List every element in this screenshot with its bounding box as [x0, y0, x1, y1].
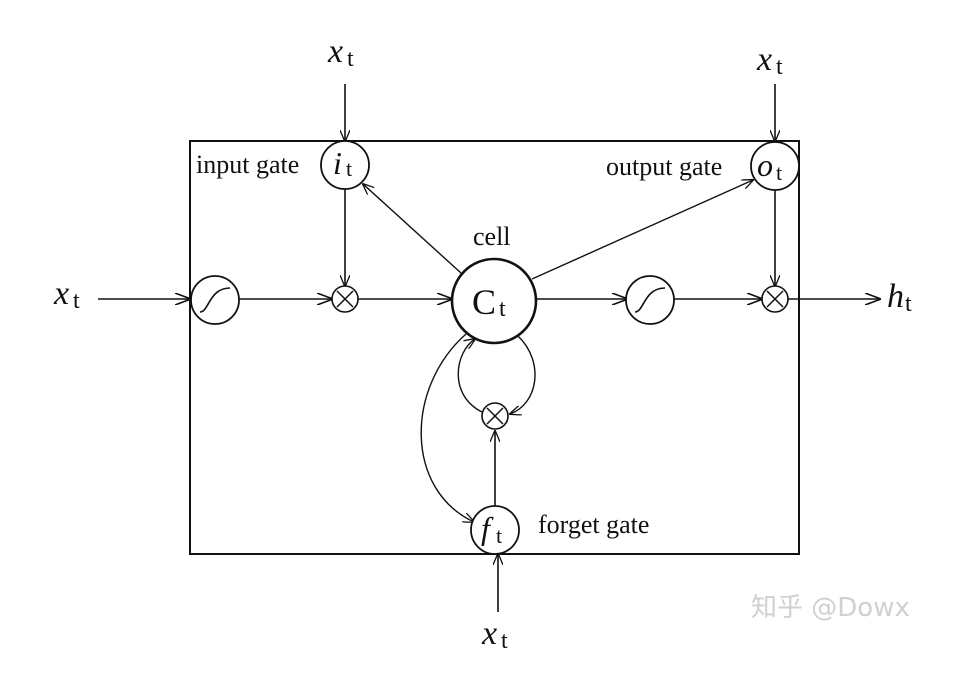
output-multiply-node: [761, 285, 789, 313]
output-gate-label: output gate: [606, 152, 722, 181]
input-gate-label: input gate: [196, 150, 299, 179]
arrow-cell-to-forget-mult: [510, 335, 536, 414]
input-multiply-node: [331, 285, 359, 313]
watermark: 知乎 @Dowx: [751, 593, 910, 623]
input-xt-top-right: x t: [756, 41, 783, 80]
c-symbol: C: [472, 282, 496, 322]
t-subscript: t: [73, 288, 80, 314]
arrow-forget-mult-to-cell: [457, 339, 483, 413]
cell-state-node: C t: [450, 257, 538, 345]
x-symbol: x: [53, 275, 69, 312]
x-symbol: x: [327, 33, 343, 70]
h-symbol: h: [887, 278, 904, 315]
input-xt-left: x t: [53, 275, 80, 314]
output-ht: h t: [887, 278, 912, 317]
forget-multiply-node: [481, 402, 509, 430]
o-symbol: o: [757, 147, 773, 183]
output-gate-node: o t: [750, 141, 800, 191]
t-subscript: t: [347, 46, 354, 72]
forget-gate-node: f t: [470, 505, 520, 555]
cell-label: cell: [473, 222, 511, 251]
t-subscript: t: [501, 628, 508, 654]
input-xt-top-left: x t: [327, 33, 354, 72]
i-symbol: i: [333, 145, 342, 181]
t-subscript: t: [776, 54, 783, 80]
x-symbol: x: [481, 615, 497, 652]
output-squash-node: [625, 275, 675, 325]
t-subscript: t: [776, 160, 782, 185]
x-symbol: x: [756, 41, 772, 78]
input-gate-node: i t: [320, 140, 370, 190]
input-squash-node: [190, 275, 240, 325]
t-subscript: t: [496, 523, 502, 548]
t-subscript: t: [499, 296, 506, 322]
arrow-cell-to-forget-gate: [420, 333, 474, 522]
forget-gate-label: forget gate: [538, 510, 649, 539]
arrow-cell-to-output-gate: [531, 180, 753, 280]
t-subscript: t: [905, 291, 912, 317]
t-subscript: t: [346, 156, 352, 181]
input-xt-bottom: x t: [481, 615, 508, 654]
arrow-cell-to-input-gate: [363, 184, 462, 274]
